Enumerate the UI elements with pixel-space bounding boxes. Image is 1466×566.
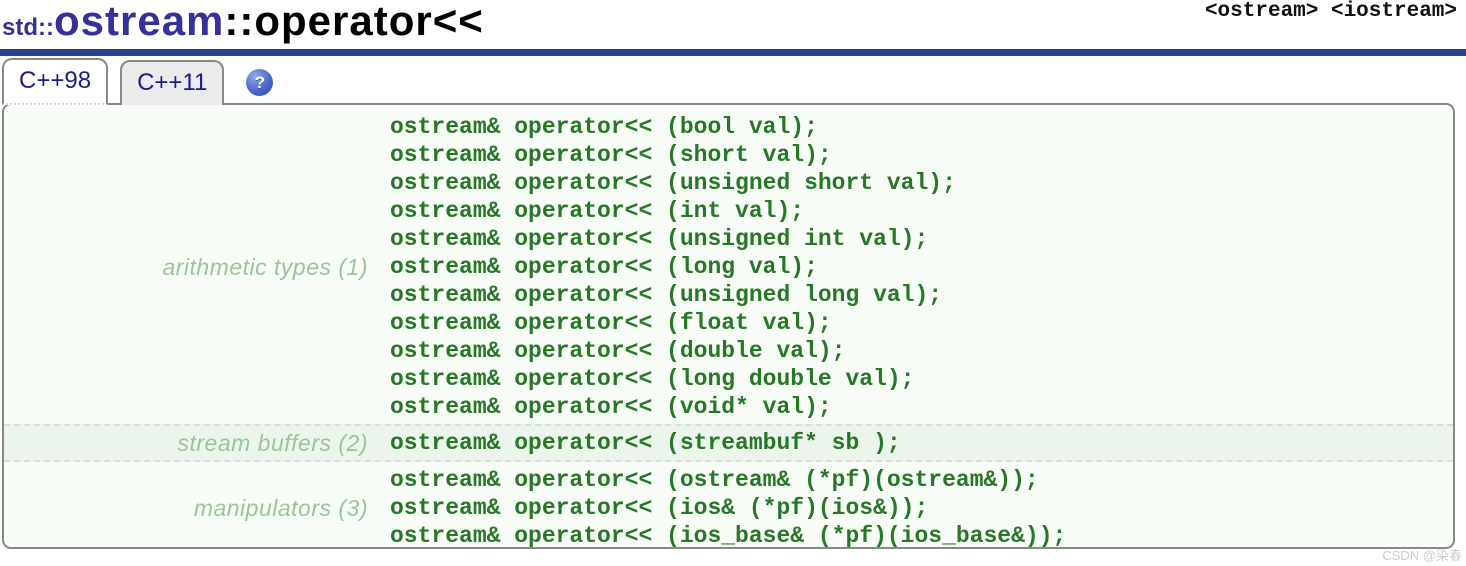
code-line: ostream& operator<< (unsigned long val); <box>390 282 943 308</box>
code-line: ostream& operator<< (void* val); <box>390 394 832 420</box>
page-title-namespace: std:: <box>2 14 54 41</box>
page-title: std::ostream::operator<< <box>2 0 484 54</box>
header-include-links[interactable]: <ostream> <iostream> <box>1204 0 1457 23</box>
code-line: ostream& operator<< (ios_base& (*pf)(ios… <box>390 523 1067 549</box>
page-title-member: ::operator<< <box>224 0 484 44</box>
declaration-row-stream-buffers: stream buffers (2) ostream& operator<< (… <box>4 424 1453 462</box>
code-line: ostream& operator<< (short val); <box>390 142 832 168</box>
group-code-stream-buffers: ostream& operator<< (streambuf* sb ); <box>390 429 1453 457</box>
help-icon[interactable]: ? <box>246 69 274 96</box>
tab-cpp11[interactable]: C++11 <box>120 60 225 105</box>
version-tabs: C++98 C++11 ? <box>2 58 274 105</box>
declaration-row-arithmetic-types: arithmetic types (1) ostream& operator<<… <box>4 105 1453 424</box>
tab-cpp98[interactable]: C++98 <box>2 58 109 105</box>
code-line: ostream& operator<< (unsigned short val)… <box>390 170 956 196</box>
declarations-table: arithmetic types (1) ostream& operator<<… <box>4 105 1453 554</box>
code-line: ostream& operator<< (int val); <box>390 198 805 224</box>
code-line: ostream& operator<< (long val); <box>390 254 818 280</box>
code-line: ostream& operator<< (bool val); <box>390 114 818 140</box>
code-line: ostream& operator<< (double val); <box>390 338 846 364</box>
header-divider-rule <box>0 49 1466 56</box>
group-code-manipulators: ostream& operator<< (ostream& (*pf)(ostr… <box>390 466 1453 550</box>
code-line: ostream& operator<< (ios& (*pf)(ios&)); <box>390 495 929 521</box>
declarations-panel: arithmetic types (1) ostream& operator<<… <box>2 103 1455 549</box>
declaration-row-manipulators: manipulators (3) ostream& operator<< (os… <box>4 462 1453 554</box>
group-label-stream-buffers: stream buffers (2) <box>177 429 368 456</box>
code-line: ostream& operator<< (long double val); <box>390 366 915 392</box>
code-line: ostream& operator<< (ostream& (*pf)(ostr… <box>390 467 1039 493</box>
group-code-arithmetic-types: ostream& operator<< (bool val); ostream&… <box>390 113 1453 421</box>
code-line: ostream& operator<< (float val); <box>390 310 832 336</box>
code-line: ostream& operator<< (streambuf* sb ); <box>390 430 901 456</box>
page-title-class: ostream <box>53 0 225 44</box>
code-line: ostream& operator<< (unsigned int val); <box>390 226 929 252</box>
group-label-arithmetic-types: arithmetic types (1) <box>162 253 368 280</box>
csdn-watermark: CSDN @染春 <box>1382 548 1462 563</box>
group-label-manipulators: manipulators (3) <box>193 494 368 521</box>
